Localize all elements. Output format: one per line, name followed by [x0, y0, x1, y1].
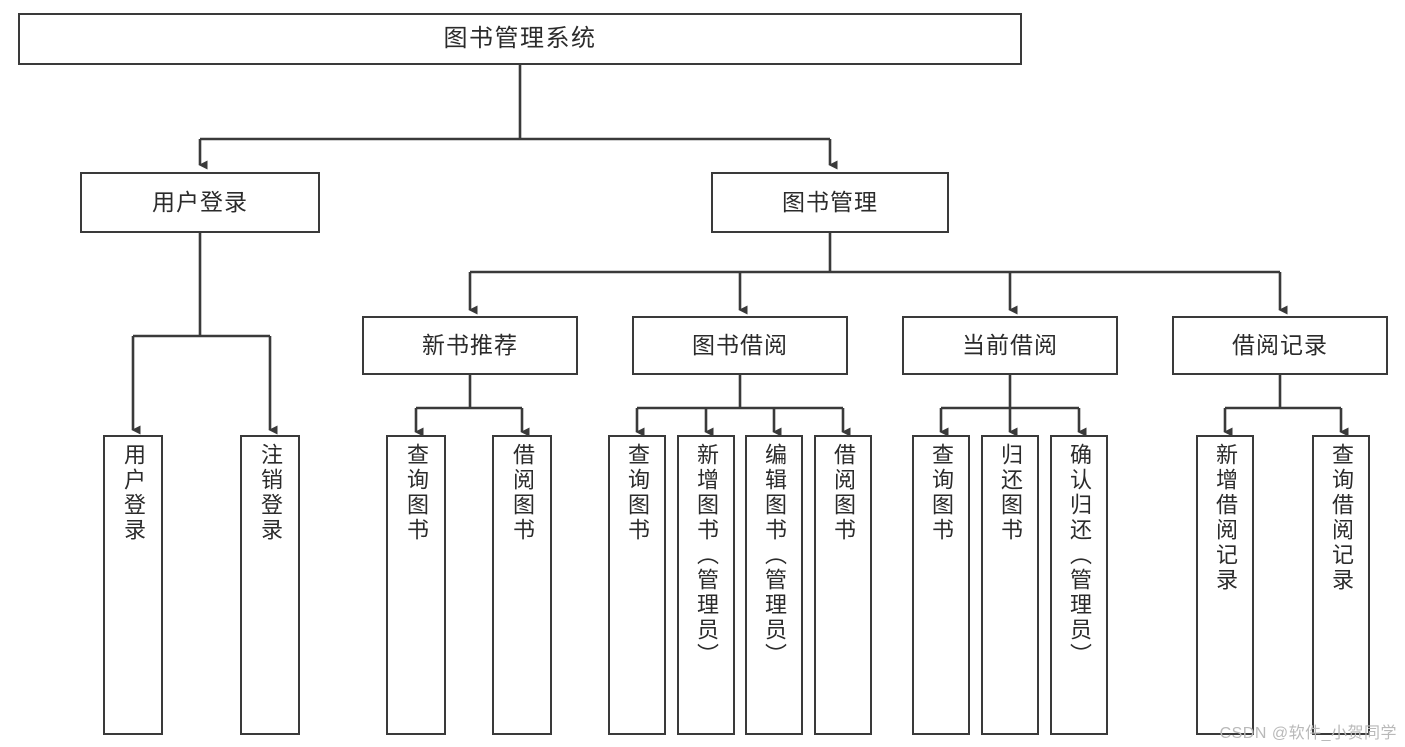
leaf-query-book-1-label: 查询图书 [404, 443, 429, 543]
leaf-query-book-2-label: 查询图书 [625, 443, 650, 543]
leaf-user-login[interactable]: 用户登录 [103, 435, 163, 735]
node-root[interactable]: 图书管理系统 [18, 13, 1022, 65]
node-borrow-record[interactable]: 借阅记录 [1172, 316, 1388, 375]
leaf-add-book-label: 新增图书（管理员） [694, 443, 719, 668]
leaf-add-book[interactable]: 新增图书（管理员） [677, 435, 735, 735]
leaf-add-record-label: 新增借阅记录 [1213, 443, 1238, 593]
leaf-query-record-label: 查询借阅记录 [1329, 443, 1354, 593]
node-new-book-recommend-label: 新书推荐 [422, 331, 518, 358]
leaf-borrow-book-1[interactable]: 借阅图书 [492, 435, 552, 735]
leaf-user-login-label: 用户登录 [121, 443, 146, 543]
leaf-edit-book[interactable]: 编辑图书（管理员） [745, 435, 803, 735]
node-current-borrow-label: 当前借阅 [962, 331, 1058, 358]
watermark-text: CSDN @软件_小贺同学 [1219, 725, 1397, 742]
leaf-add-record[interactable]: 新增借阅记录 [1196, 435, 1254, 735]
node-root-label: 图书管理系统 [443, 24, 597, 52]
leaf-query-book-1[interactable]: 查询图书 [386, 435, 446, 735]
node-book-management[interactable]: 图书管理 [711, 172, 949, 233]
leaf-borrow-book-1-label: 借阅图书 [510, 443, 535, 543]
node-borrow-record-label: 借阅记录 [1232, 331, 1328, 358]
node-new-book-recommend[interactable]: 新书推荐 [362, 316, 578, 375]
leaf-borrow-book-2[interactable]: 借阅图书 [814, 435, 872, 735]
node-book-borrow[interactable]: 图书借阅 [632, 316, 848, 375]
leaf-return-book[interactable]: 归还图书 [981, 435, 1039, 735]
leaf-confirm-return[interactable]: 确认归还（管理员） [1050, 435, 1108, 735]
leaf-edit-book-label: 编辑图书（管理员） [762, 443, 787, 668]
leaf-query-book-2[interactable]: 查询图书 [608, 435, 666, 735]
node-book-management-label: 图书管理 [782, 188, 878, 215]
leaf-logout[interactable]: 注销登录 [240, 435, 300, 735]
node-current-borrow[interactable]: 当前借阅 [902, 316, 1118, 375]
leaf-logout-label: 注销登录 [258, 443, 283, 543]
leaf-confirm-return-label: 确认归还（管理员） [1067, 443, 1092, 668]
leaf-query-record[interactable]: 查询借阅记录 [1312, 435, 1370, 735]
node-user-login-label: 用户登录 [152, 188, 248, 215]
leaf-query-book-3[interactable]: 查询图书 [912, 435, 970, 735]
node-user-login[interactable]: 用户登录 [80, 172, 320, 233]
leaf-borrow-book-2-label: 借阅图书 [831, 443, 856, 543]
leaf-query-book-3-label: 查询图书 [929, 443, 954, 543]
node-book-borrow-label: 图书借阅 [692, 331, 788, 358]
leaf-return-book-label: 归还图书 [998, 443, 1023, 543]
